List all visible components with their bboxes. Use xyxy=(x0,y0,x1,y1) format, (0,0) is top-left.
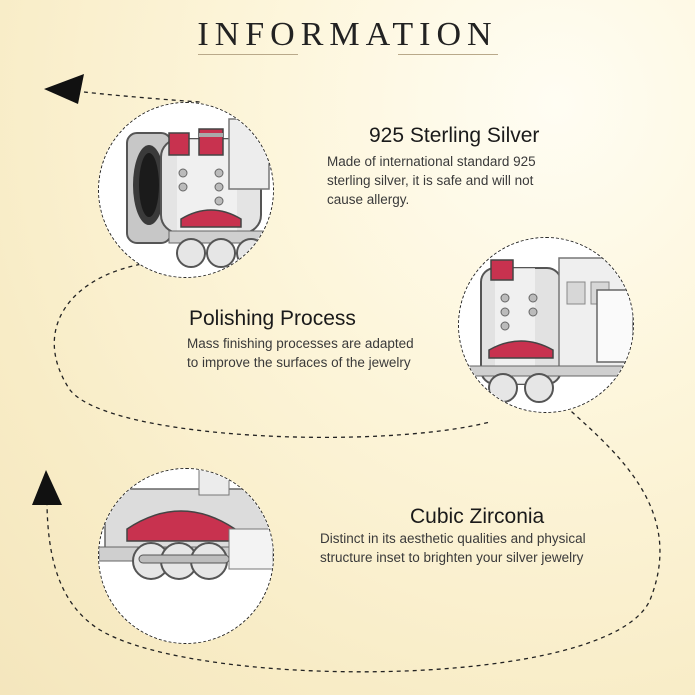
feature-3-heading: Cubic Zirconia xyxy=(410,505,545,528)
feature-1-description: Made of international standard 925 sterl… xyxy=(327,154,536,207)
title-rule-left xyxy=(198,54,298,55)
title-rule-right xyxy=(398,54,498,55)
feature-2-heading: Polishing Process xyxy=(189,307,356,330)
product-image-3 xyxy=(98,468,274,644)
product-image-1 xyxy=(98,102,274,278)
arrow-up-icon xyxy=(32,470,62,505)
arrow-left-icon xyxy=(44,74,84,104)
feature-2-description: Mass finishing processes are adapted to … xyxy=(187,336,414,370)
feature-3-description: Distinct in its aesthetic qualities and … xyxy=(320,531,586,565)
page-title: INFORMATION xyxy=(197,16,498,53)
product-image-2 xyxy=(458,237,634,413)
feature-1-heading: 925 Sterling Silver xyxy=(369,124,540,147)
